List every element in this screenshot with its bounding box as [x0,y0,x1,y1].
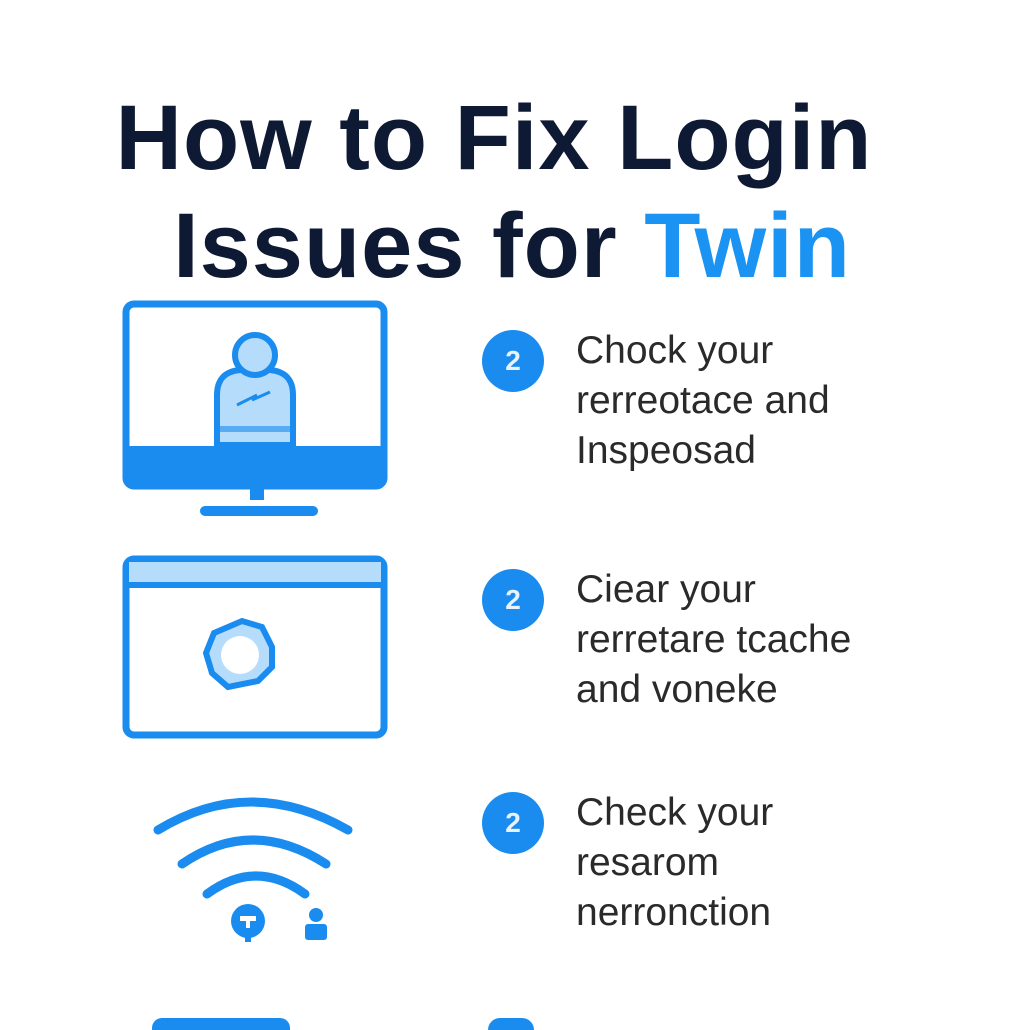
step-line: rerretare tcache [576,618,852,661]
step-line: Inspeosad [576,429,756,472]
title-prefix: Issues for [173,194,645,297]
page-title-line-2: Issues for Twin [0,200,1024,292]
monitor-user-icon [122,300,388,527]
step-line: Chock your [576,329,774,372]
step-line: resarom [576,841,720,884]
step-number-badge: 2 [482,792,544,854]
step-number-badge: 2 [482,569,544,631]
step-line: rerreotace and [576,379,830,422]
step-number-badge: 2 [482,330,544,392]
step-item: 2 Ciear your rerretare tcache and voneke [482,565,851,715]
step-line: Ciear your [576,568,756,611]
step-line: Check your [576,791,774,834]
step-line: and voneke [576,668,778,711]
step-text: Chock your rerreotace and Inspeosad [576,326,830,476]
title-accent-app-name: Twin [644,194,851,297]
wifi-icon [150,788,360,953]
step-line: nerronction [576,891,772,934]
partial-icon [152,1018,290,1030]
step-item: 2 Check your resarom nerronction [482,788,773,938]
step-item: 2 Chock your rerreotace and Inspeosad [482,326,830,476]
step-text: Check your resarom nerronction [576,788,773,938]
browser-window-icon [122,555,388,744]
page-title-line-1: How to Fix Login [115,86,873,189]
step-text: Ciear your rerretare tcache and voneke [576,565,851,715]
partial-badge [488,1018,534,1030]
